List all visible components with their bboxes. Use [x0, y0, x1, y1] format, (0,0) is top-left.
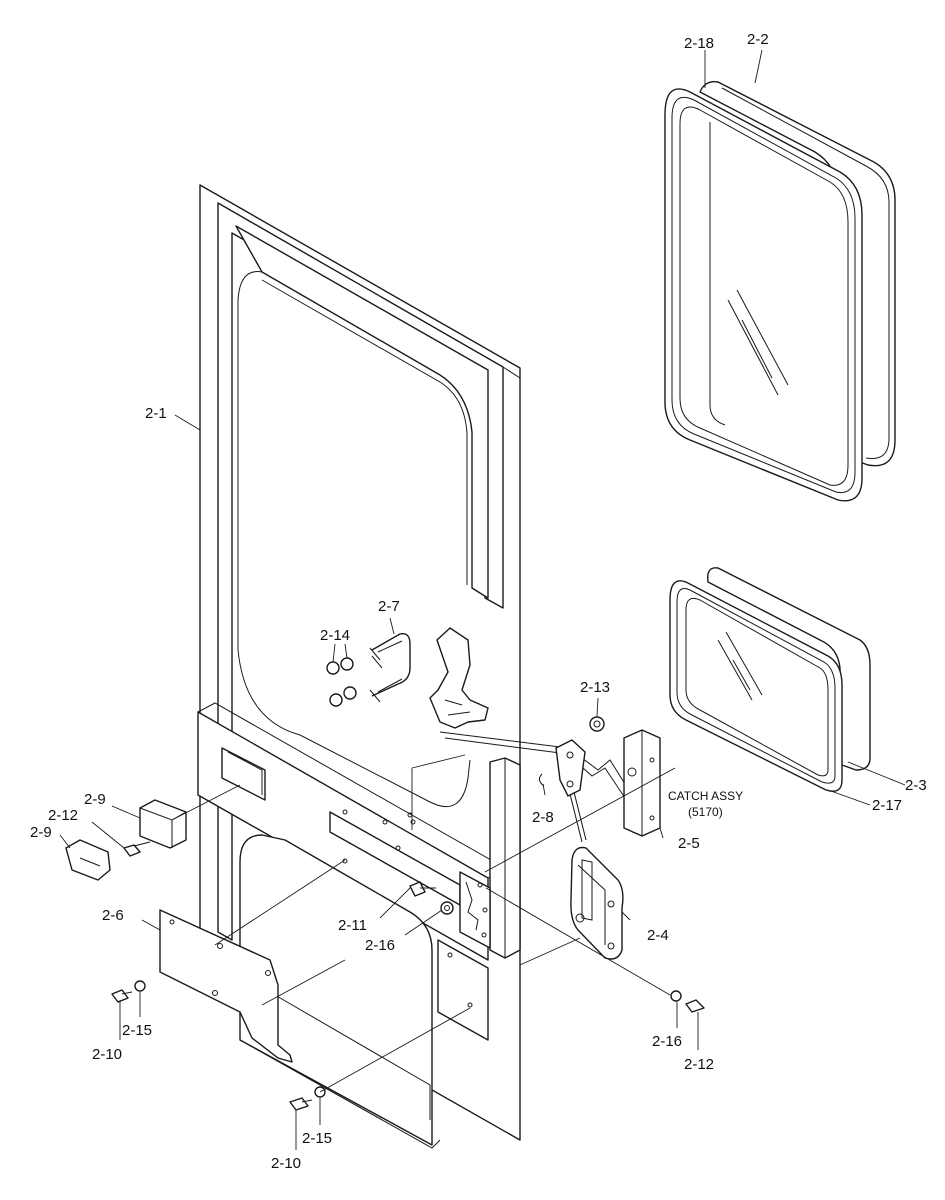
catch-assy-number: (5170) [688, 805, 723, 819]
label-2-13: 2-13 [580, 679, 610, 696]
label-2-12-right: 2-12 [684, 1056, 714, 1073]
label-2-17: 2-17 [872, 797, 902, 814]
label-2-12-left: 2-12 [48, 807, 78, 824]
label-2-15-bottom: 2-15 [302, 1130, 332, 1147]
label-2-8: 2-8 [532, 809, 554, 826]
upper-window-glass-frame [664, 88, 863, 502]
u-bolt [369, 633, 411, 703]
inner-lock-lever [429, 627, 489, 729]
catch-assembly [623, 729, 661, 837]
part-labels: 2-18 2-2 2-1 2-7 2-14 2-13 2-3 2-17 2-9 … [30, 31, 927, 1172]
lower-glass-reflection [717, 631, 763, 701]
label-2-2: 2-2 [747, 31, 769, 48]
label-2-4: 2-4 [647, 927, 669, 944]
catch-assy-note: CATCH ASSY (5170) [668, 789, 743, 819]
lock-bellcrank [555, 739, 586, 797]
screw-2-12-left [123, 841, 151, 857]
screws-lower-left [111, 980, 326, 1111]
lower-window-seal-rear [707, 567, 871, 771]
door-frame [197, 184, 521, 1149]
label-2-6: 2-6 [102, 907, 124, 924]
cover-plate-2-6 [159, 909, 293, 1063]
lower-window-glass-frame [669, 580, 843, 792]
label-2-10-bottom: 2-10 [271, 1155, 301, 1172]
label-2-15-left: 2-15 [122, 1022, 152, 1039]
outer-door-handle [570, 846, 624, 960]
label-2-7: 2-7 [378, 598, 400, 615]
nut-2-13 [589, 716, 605, 732]
label-2-1: 2-1 [145, 405, 167, 422]
nuts-2-14 [326, 657, 357, 707]
bolt-2-11 [409, 881, 454, 915]
label-2-16-lower: 2-16 [652, 1033, 682, 1050]
label-2-3: 2-3 [905, 777, 927, 794]
label-2-9-top: 2-9 [84, 791, 106, 808]
leader-lines [59, 49, 906, 1150]
label-2-11: 2-11 [338, 917, 367, 934]
label-2-16-upper: 2-16 [365, 937, 395, 954]
screws-lower-right [670, 990, 705, 1013]
catch-assy-title: CATCH ASSY [668, 789, 743, 803]
handle-cover-2-9 [65, 799, 187, 881]
label-2-5: 2-5 [678, 835, 700, 852]
label-2-14: 2-14 [320, 627, 350, 644]
label-2-9-bottom: 2-9 [30, 824, 52, 841]
upper-glass-reflection [727, 289, 789, 396]
label-2-18: 2-18 [684, 35, 714, 52]
label-2-10-left: 2-10 [92, 1046, 122, 1063]
